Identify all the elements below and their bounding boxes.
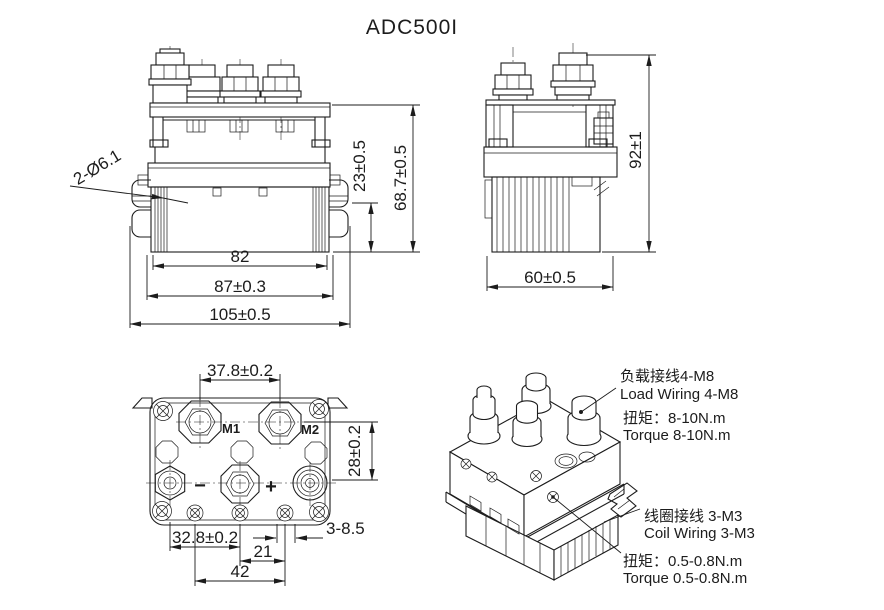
load-wiring-label-en: Load Wiring 4-M8 bbox=[620, 386, 738, 403]
coil-wiring-label-en: Coil Wiring 3-M3 bbox=[644, 525, 755, 542]
front-dimensions: 82 87±0.3 105±0.5 68.7±0.5 23±0.5 bbox=[129, 104, 420, 328]
iso-annotations: 负载接线4-M8 Load Wiring 4-M8 扭矩：8-10N.m Tor… bbox=[620, 368, 755, 587]
terminal-coil-center bbox=[220, 464, 260, 504]
bottom-dimensions: 37.8±0.2 28±0.2 32.8±0.2 21 42 3-8.5 bbox=[169, 361, 378, 586]
iso-stud-load bbox=[566, 395, 602, 447]
terminal-minus bbox=[154, 465, 186, 501]
side-top-plate bbox=[485, 99, 616, 106]
dim-width-body: 87±0.3 bbox=[214, 277, 266, 296]
bottom-octagon-opening bbox=[155, 440, 179, 464]
bottom-corner-screw bbox=[153, 401, 173, 421]
side-lower-body bbox=[484, 176, 610, 253]
load-torque-label-en: Torque 8-10N.m bbox=[623, 427, 731, 444]
coil-wiring-label-zh: 线圈接线 3-M3 bbox=[644, 508, 742, 525]
side-view: 92±1 60±0.5 bbox=[483, 43, 656, 291]
dim-hole-left: 32.8±0.2 bbox=[172, 528, 238, 547]
dim-upper-height: 23±0.5 bbox=[350, 140, 369, 192]
dim-row-pitch: 28±0.2 bbox=[345, 425, 364, 477]
isometric-view bbox=[445, 372, 641, 581]
iso-top-openings bbox=[554, 451, 596, 469]
load-wiring-label-zh: 负载接线4-M8 bbox=[620, 368, 714, 385]
iso-right-face bbox=[523, 441, 621, 538]
bottom-octagon-opening bbox=[230, 440, 254, 464]
dim-terminal-pitch: 37.8±0.2 bbox=[207, 361, 273, 380]
dim-hole-mid: 21 bbox=[254, 542, 273, 561]
terminal-m2-label: M2 bbox=[301, 422, 319, 437]
bottom-octagon-opening bbox=[304, 441, 328, 465]
coil-torque-label-en: Torque 0.5-0.8N.m bbox=[623, 570, 747, 587]
side-stud-right bbox=[550, 52, 596, 104]
front-terminal-stud-3 bbox=[219, 64, 261, 104]
dim-hole-outer: 42 bbox=[231, 562, 250, 581]
dim-width-fins: 82 bbox=[231, 247, 250, 266]
front-terminal-stud-4 bbox=[260, 64, 302, 104]
front-mid-flange bbox=[137, 162, 341, 188]
terminal-m2 bbox=[258, 401, 302, 445]
bottom-mount-screw bbox=[231, 504, 249, 522]
minus-symbol: − bbox=[194, 475, 206, 497]
bottom-hole-callout: 3-8.5 bbox=[326, 519, 365, 538]
side-dimensions: 92±1 60±0.5 bbox=[486, 54, 656, 291]
plus-symbol: + bbox=[265, 476, 277, 498]
front-mounting-ears bbox=[131, 179, 349, 238]
dim-total-height: 68.7±0.5 bbox=[391, 145, 410, 211]
bottom-corner-screw bbox=[152, 501, 172, 521]
iso-bracket bbox=[607, 482, 638, 518]
front-terminal-stud-1 bbox=[148, 48, 192, 104]
terminal-plus bbox=[292, 465, 328, 501]
bottom-view: M1 M2 − + 37.8±0.2 28±0.2 bbox=[131, 361, 378, 586]
page-title: ADC500I bbox=[366, 16, 458, 39]
iso-coil-screws bbox=[460, 458, 559, 503]
dim-side-depth: 60±0.5 bbox=[524, 268, 576, 287]
iso-fin-box bbox=[465, 505, 619, 581]
dim-side-height: 92±1 bbox=[626, 131, 645, 169]
side-coil-connector bbox=[593, 111, 614, 145]
dim-width-overall: 105±0.5 bbox=[209, 305, 270, 324]
side-mid-flange bbox=[483, 146, 618, 178]
bottom-wing-right bbox=[327, 397, 349, 409]
load-torque-label-zh: 扭矩：8-10N.m bbox=[623, 410, 726, 427]
front-top-plate bbox=[149, 102, 331, 118]
coil-torque-label-zh: 扭矩：0.5-0.8N.m bbox=[623, 553, 742, 570]
side-stud-left bbox=[492, 62, 534, 104]
front-upper-body bbox=[149, 117, 331, 163]
front-view: 2-Ø6.1 82 87±0.3 105±0.5 68.7±0.5 23±0.5 bbox=[69, 46, 420, 328]
bottom-corner-screw bbox=[309, 399, 329, 419]
front-hole-callout: 2-Ø6.1 bbox=[69, 146, 189, 204]
front-hole-callout-label: 2-Ø6.1 bbox=[70, 146, 124, 189]
bottom-wing-left bbox=[131, 397, 153, 409]
front-lower-body bbox=[150, 186, 330, 253]
front-terminal-stud-2 bbox=[181, 64, 223, 104]
bottom-mount-screw bbox=[186, 504, 204, 522]
iso-stud-left bbox=[467, 385, 501, 445]
iso-stud-mid bbox=[511, 400, 543, 448]
iso-left-face-tabs bbox=[469, 495, 520, 535]
bottom-mount-screw bbox=[276, 504, 294, 522]
terminal-m1 bbox=[178, 400, 222, 444]
iso-leaders bbox=[551, 387, 641, 554]
terminal-m1-label: M1 bbox=[222, 421, 240, 436]
